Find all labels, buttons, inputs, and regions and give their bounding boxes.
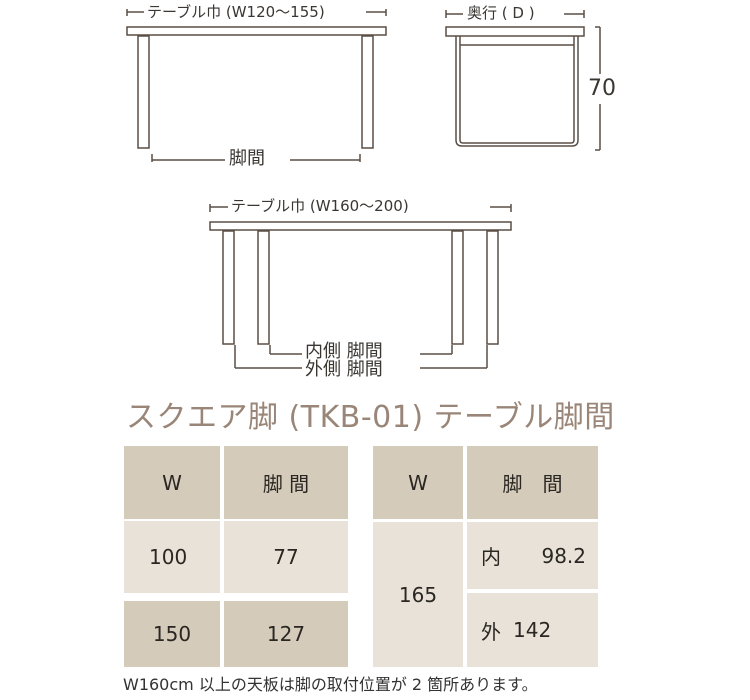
leg-left [137,35,150,149]
leg-outer-right [486,230,499,345]
outer-label: 外 [481,619,501,644]
footnote: W160cm 以上の天板は脚の取付位置が 2 箇所あります。 [123,675,538,694]
leg-span-label: 脚間 [226,150,268,168]
leg-inner-left [257,230,270,345]
cell-w-165: 165 [373,522,463,667]
header-leg-span: 脚 間 [224,446,348,519]
outer-span-label: 外側 脚間 [302,361,386,379]
tabletop-small [126,26,387,36]
cell-inner-span: 内 98.2 [467,522,598,589]
tabletop-side [445,26,585,37]
width-label-large: テーブル巾 (W160〜200) [228,197,412,215]
cell-span-127: 127 [224,601,348,667]
leg-outer-left [222,230,235,345]
leg-inner-right [451,230,464,345]
outer-value: 142 [513,618,552,642]
depth-label: 奥行 ( D ) [464,4,538,22]
header-w: W [124,446,220,519]
inner-span-label: 内側 脚間 [302,343,386,361]
leg-right [361,35,374,149]
tabletop-large [209,221,512,231]
width-label-small: テーブル巾 (W120〜155) [144,3,328,21]
table-drawings [126,9,601,369]
section-title: スクエア脚 (TKB-01) テーブル脚間 [126,400,615,435]
cell-outer-span: 外 142 [467,593,598,667]
cell-w-100: 100 [124,521,220,593]
header-leg-span: 脚 間 [467,446,598,519]
inner-value: 98.2 [541,543,586,568]
height-label: 70 [588,76,616,102]
cell-w-150: 150 [124,601,220,667]
cell-span-77: 77 [224,521,348,593]
inner-label: 内 [481,545,501,569]
header-w: W [373,446,463,519]
